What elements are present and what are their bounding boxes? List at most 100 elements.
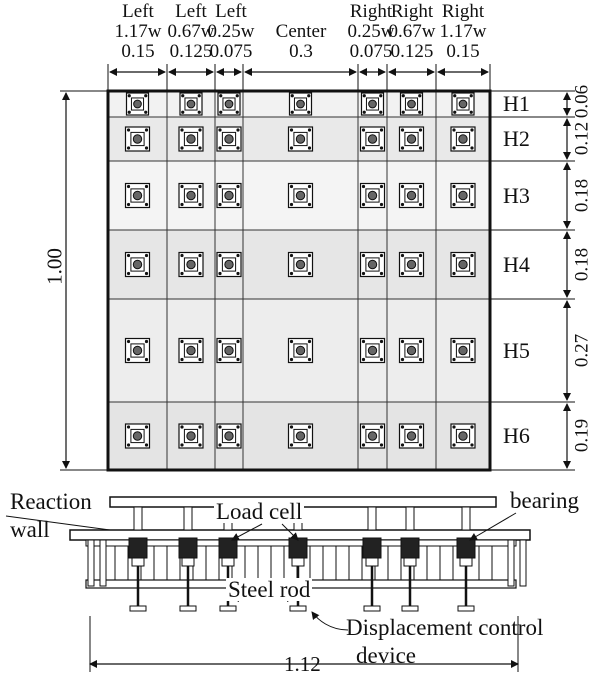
plate-screw <box>469 94 473 98</box>
plate-screw <box>197 94 201 98</box>
bearing-block <box>403 557 417 567</box>
load-cell-bolt <box>406 190 417 201</box>
plate-screw <box>218 202 222 207</box>
load-cell-body <box>218 537 238 559</box>
plate-screw <box>400 253 405 258</box>
plate-screw <box>289 339 294 344</box>
plate-screw <box>418 357 423 362</box>
plate-screw <box>126 146 131 150</box>
load-cell-bolt <box>224 345 234 356</box>
plate-screw <box>418 202 423 207</box>
row-name-label: H3 <box>503 182 530 208</box>
plate-screw <box>379 425 384 429</box>
plate-screw <box>198 184 202 189</box>
load-cell-inner <box>404 131 419 147</box>
plate-screw <box>219 110 223 114</box>
plate-screw <box>180 443 184 447</box>
plate-screw <box>452 202 456 207</box>
load-cell-bolt <box>132 431 143 441</box>
plate-screw <box>418 443 423 447</box>
plate-screw <box>452 184 456 189</box>
load-cell-bolt <box>295 259 306 270</box>
plate-screw <box>126 443 131 447</box>
plate-screw <box>144 339 149 344</box>
load-cell-inner <box>130 131 145 147</box>
plate-screw <box>235 110 239 114</box>
plate-screw <box>400 443 405 447</box>
plate-screw <box>362 110 366 114</box>
plate-screw <box>379 184 384 189</box>
plate-screw <box>236 357 240 362</box>
plate-screw <box>307 357 312 362</box>
plate-screw <box>362 94 366 98</box>
plate-screw <box>418 110 422 114</box>
load-cell-bolt <box>132 259 143 270</box>
reaction-wall-leader <box>5 515 111 531</box>
load-cell-bolt <box>458 259 468 270</box>
plate-screw <box>470 357 474 362</box>
plate-screw <box>126 128 131 132</box>
load-cell-inner <box>365 428 380 444</box>
plate-screw <box>236 425 240 429</box>
plate-screw <box>144 94 148 98</box>
plate-screw <box>453 94 457 98</box>
load-cell-label: Load cell <box>214 499 305 524</box>
displacement-device-base <box>219 605 237 612</box>
load-cell-body <box>178 537 198 559</box>
plate-screw <box>127 94 131 98</box>
load-cell-body <box>362 537 382 559</box>
load-cell-inner <box>404 343 419 358</box>
load-cell-inner <box>365 97 380 111</box>
row-height-label: 0.19 <box>571 418 593 453</box>
column-header-ratio: 0.25w <box>347 21 395 42</box>
plate-screw <box>418 146 423 150</box>
plate-screw <box>379 339 384 344</box>
plate-screw <box>180 202 184 207</box>
row-name-label: H4 <box>503 251 530 277</box>
plate-screw <box>379 202 384 207</box>
plate-screw <box>361 253 366 258</box>
plate-screw <box>452 128 456 132</box>
load-cell-inner <box>455 428 471 444</box>
row-name-label: H5 <box>503 337 530 363</box>
connector-rod <box>183 506 193 531</box>
plate-screw <box>144 443 149 447</box>
plate-screw <box>290 94 294 98</box>
column-header-width: 0.075 <box>209 41 253 62</box>
load-cell-bolt <box>186 345 196 356</box>
connector-rod <box>461 506 471 531</box>
plate-screw <box>400 339 405 344</box>
plate-screw <box>126 253 131 258</box>
plate-screw <box>289 128 294 132</box>
load-cell-inner <box>221 428 237 444</box>
plate-screw <box>307 110 311 114</box>
load-cell-bolt <box>186 190 196 201</box>
load-cell-inner <box>221 257 237 272</box>
column-header-ratio: 1.17w <box>114 21 162 42</box>
load-cell-bolt <box>186 259 196 270</box>
load-cell-bolt <box>458 345 468 356</box>
plate-screw <box>180 425 184 429</box>
plate-screw <box>289 146 294 150</box>
plate-screw <box>379 271 384 276</box>
plate-screw <box>180 357 184 362</box>
connector-rod <box>405 506 415 531</box>
load-cell-bolt <box>224 259 234 270</box>
plate-screw <box>198 425 202 429</box>
load-cell-inner <box>130 97 145 111</box>
load-cell-inner <box>222 97 236 111</box>
plate-screw <box>418 184 423 189</box>
plate-screw <box>379 128 384 132</box>
reaction-wall-label-line1: Reaction <box>10 489 92 514</box>
connector-rod <box>133 506 143 531</box>
plate-screw <box>418 425 423 429</box>
column-header-side: Right <box>349 1 393 22</box>
plate-screw <box>379 253 384 258</box>
load-cell-bolt <box>367 431 378 441</box>
load-cell-bolt <box>367 345 378 356</box>
load-cell-inner <box>455 257 471 272</box>
plate-screw <box>452 253 456 258</box>
plate-screw <box>453 110 457 114</box>
